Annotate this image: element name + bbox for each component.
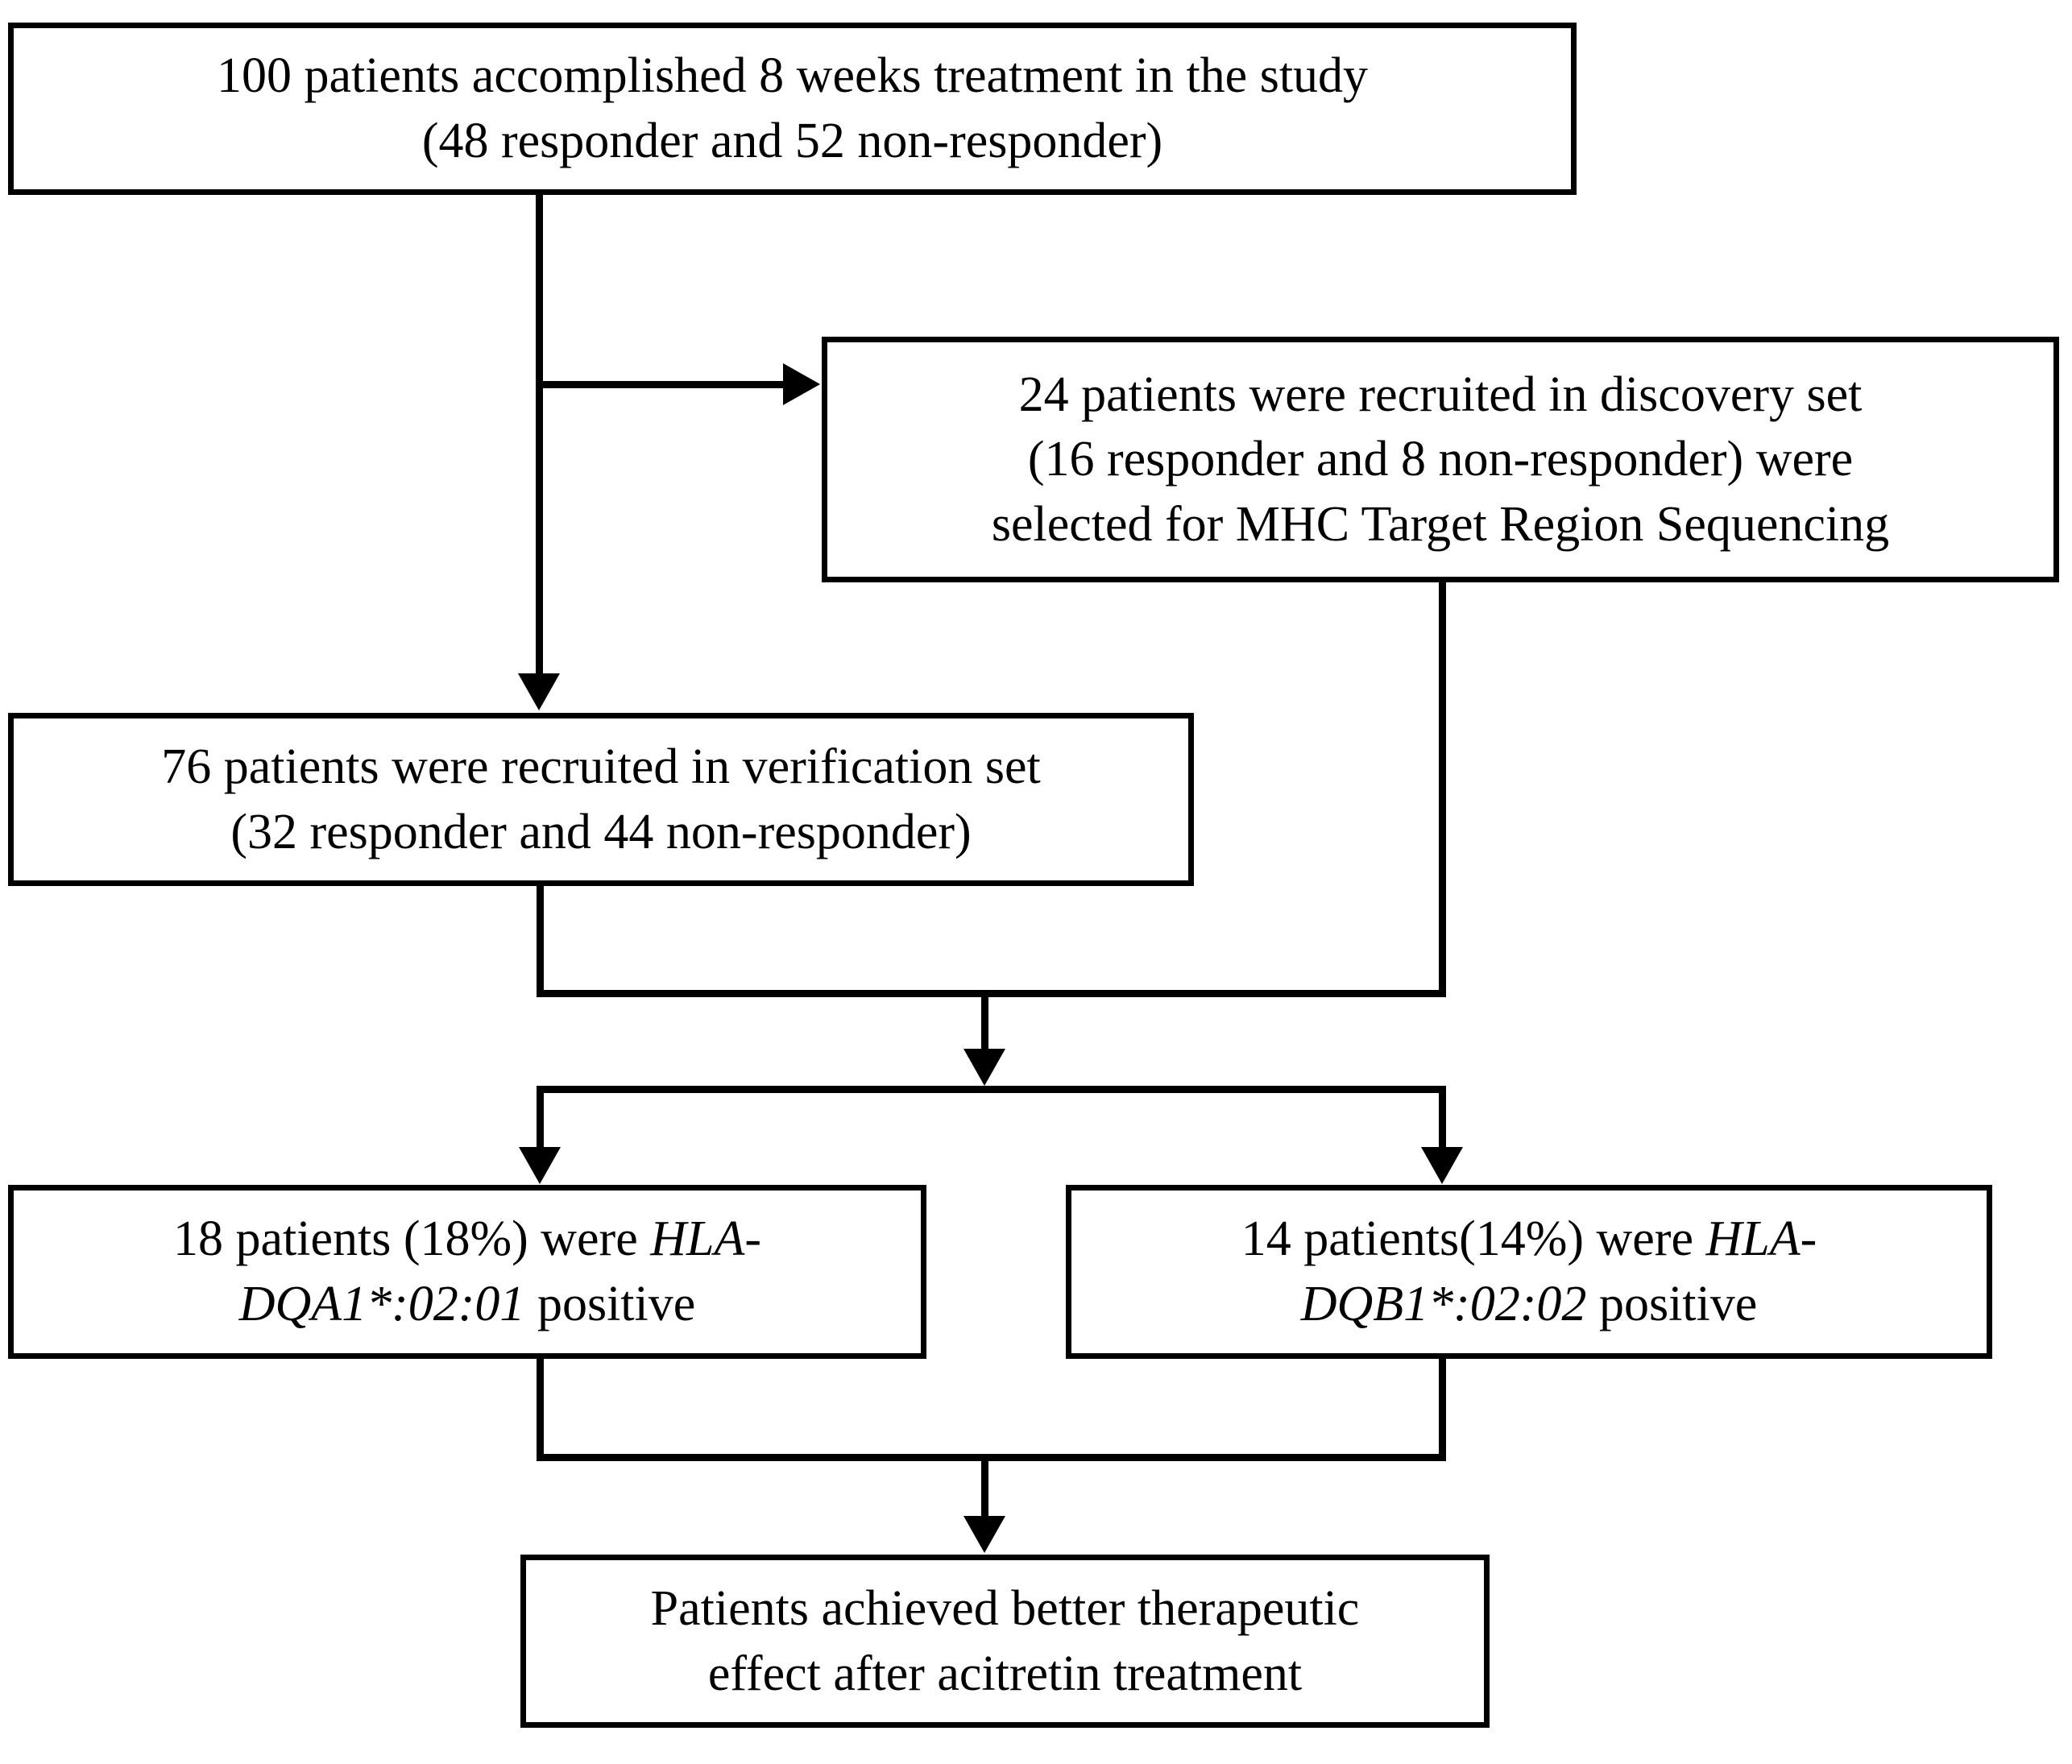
edge-cohort-to-discovery-line <box>536 381 788 388</box>
edge-merge-bar-upper <box>537 990 1446 997</box>
edge-outcome-arrowhead <box>963 1516 1005 1553</box>
node-outcome-line1: Patients achieved better therapeutic <box>650 1580 1360 1636</box>
node-hla-dqa1-positive: 18 patients (18%) were HLA- DQA1*:02:01 … <box>8 1185 926 1359</box>
node-verification-set: 76 patients were recruited in verificati… <box>8 713 1194 886</box>
node-hla-dqb1-positive: 14 patients(14%) were HLA- DQB1*:02:02 p… <box>1066 1185 1992 1359</box>
node-cohort-line1: 100 patients accomplished 8 weeks treatm… <box>216 48 1369 104</box>
node-hla-dqa1-italic2: DQA1*:02:01 <box>238 1277 525 1331</box>
node-outcome-line2: effect after acitretin treatment <box>707 1646 1303 1701</box>
edge-split-bar <box>537 1086 1446 1093</box>
edge-hla-dqa1-descender <box>537 1359 544 1461</box>
node-hla-dqb1-italic1: HLA- <box>1705 1211 1817 1267</box>
node-discovery-set: 24 patients were recruited in discovery … <box>822 337 2059 582</box>
node-hla-dqa1-italic1: HLA- <box>650 1211 762 1267</box>
node-discovery-line2: (16 responder and 8 non-responder) were <box>1027 432 1854 487</box>
node-cohort: 100 patients accomplished 8 weeks treatm… <box>8 23 1577 195</box>
node-verification-line1: 76 patients were recruited in verificati… <box>161 739 1041 794</box>
edge-verification-descender <box>537 886 544 997</box>
node-discovery-line3: selected for MHC Target Region Sequencin… <box>991 496 1890 552</box>
edge-cohort-to-discovery-arrowhead <box>783 363 820 405</box>
node-hla-dqa1-plain1: 18 patients (18%) were <box>172 1211 651 1267</box>
edge-merged-trunk <box>981 997 988 1054</box>
node-hla-dqa1-plain2: positive <box>524 1277 696 1331</box>
edge-outcome-trunk <box>981 1461 988 1519</box>
edge-cohort-trunk <box>536 193 543 675</box>
edge-split-to-hla-dqa1-arrowhead <box>519 1147 561 1184</box>
edge-merge-bar-lower <box>537 1454 1446 1461</box>
node-hla-dqb1-plain1: 14 patients(14%) were <box>1241 1211 1706 1267</box>
node-hla-dqb1-plain2: positive <box>1586 1277 1758 1331</box>
node-hla-dqb1-italic2: DQB1*:02:02 <box>1300 1277 1587 1331</box>
edge-hla-dqb1-descender <box>1439 1359 1446 1461</box>
node-discovery-line1: 24 patients were recruited in discovery … <box>1018 366 1863 422</box>
node-cohort-line2: (48 responder and 52 non-responder) <box>421 114 1163 168</box>
node-verification-line2: (32 responder and 44 non-responder) <box>230 804 972 859</box>
edge-merged-trunk-arrowhead <box>963 1049 1005 1086</box>
edge-cohort-to-verification-arrowhead <box>518 673 560 710</box>
edge-split-to-hla-dqb1-line <box>1439 1086 1446 1149</box>
edge-split-to-hla-dqb1-arrowhead <box>1421 1147 1463 1184</box>
node-outcome: Patients achieved better therapeutic eff… <box>520 1555 1490 1728</box>
edge-discovery-descender <box>1439 582 1446 997</box>
edge-split-to-hla-dqa1-line <box>537 1086 544 1149</box>
